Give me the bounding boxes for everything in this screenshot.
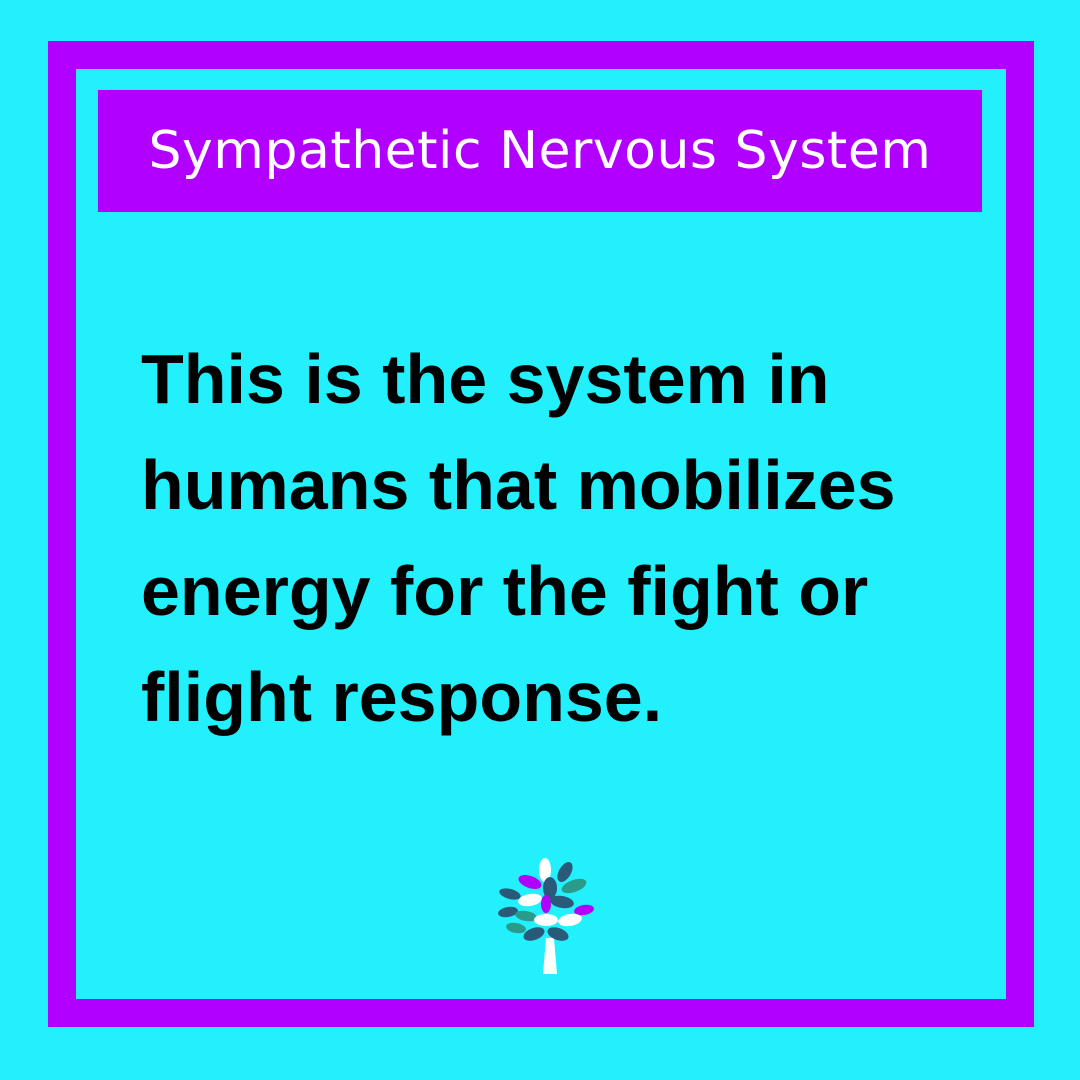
title-banner: Sympathetic Nervous System — [98, 90, 982, 212]
tree-logo-icon — [498, 858, 594, 974]
page-title: Sympathetic Nervous System — [148, 121, 932, 181]
inner-panel — [76, 69, 1006, 999]
definition-text: This is the system in humans that mobili… — [141, 340, 896, 736]
